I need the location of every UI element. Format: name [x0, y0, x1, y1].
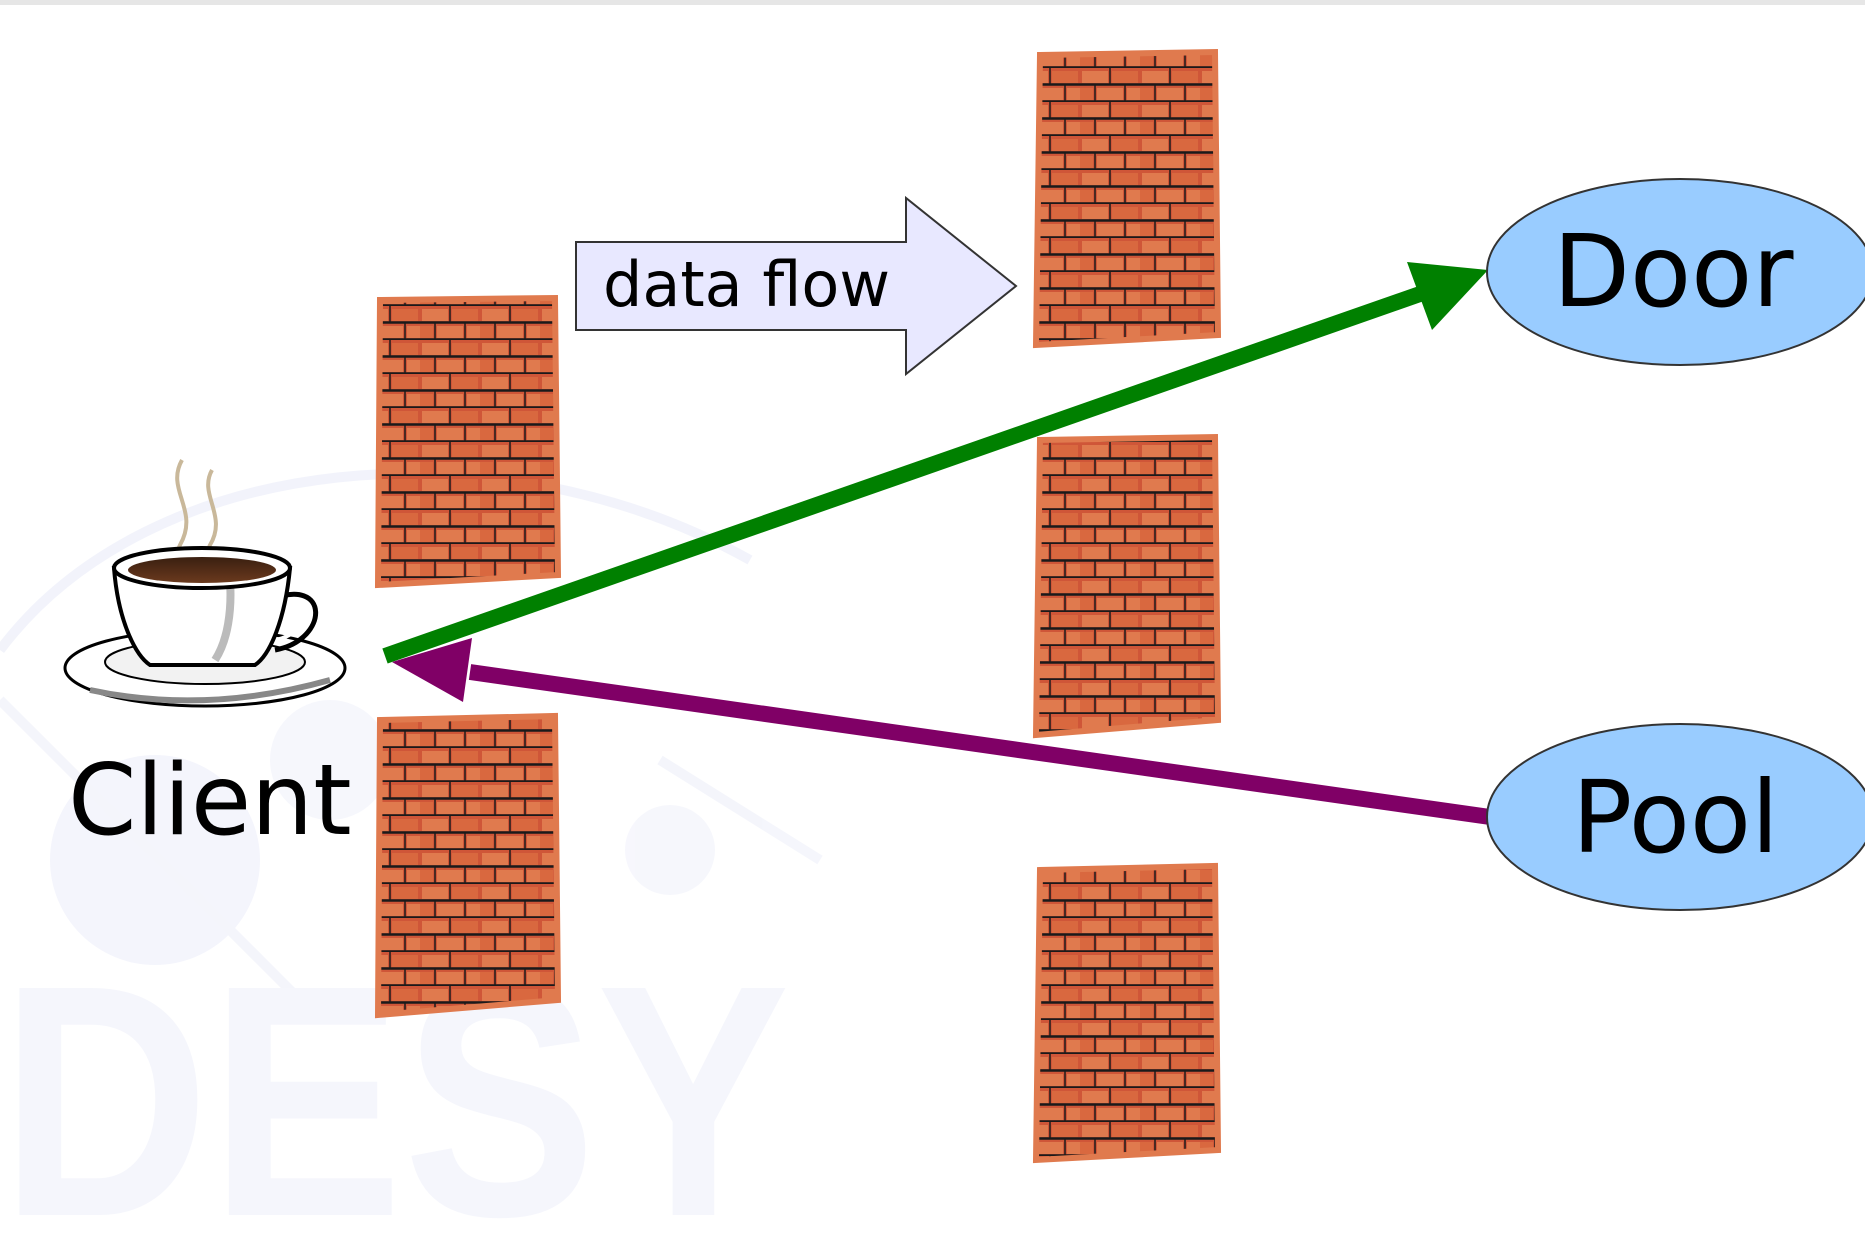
- data-flow-arrow: [575, 195, 1018, 377]
- data-flow-label: data flow: [603, 248, 891, 321]
- coffee-cup-icon: [63, 459, 347, 708]
- pool-node: [1486, 723, 1865, 911]
- firewall-left-top: [374, 294, 562, 589]
- firewall-middle-bottom: [1032, 862, 1222, 1164]
- top-border: [0, 0, 1865, 5]
- door-label: Door: [1553, 213, 1794, 330]
- firewall-left-bottom: [374, 712, 562, 1019]
- arrow-pool-to-client: [392, 638, 1492, 825]
- pool-label: Pool: [1572, 759, 1779, 876]
- desy-watermark: DESY: [0, 468, 823, 1244]
- firewall-middle-center: [1032, 433, 1222, 739]
- arrow-client-to-door: [382, 262, 1488, 664]
- door-node: [1486, 178, 1865, 366]
- client-label: Client: [68, 744, 352, 858]
- firewall-middle-top: [1032, 48, 1222, 349]
